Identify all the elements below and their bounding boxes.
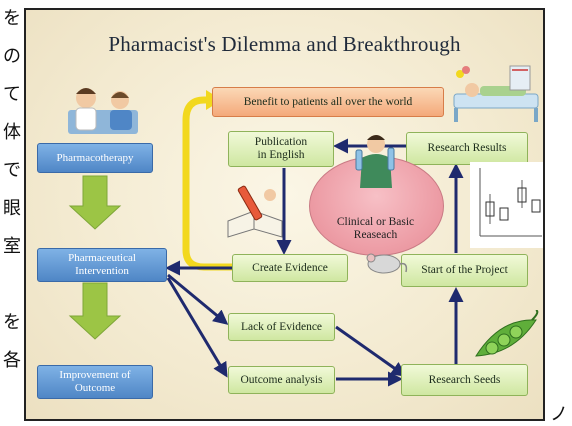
node-pharmacotherapy: Pharmacotherapy (37, 143, 153, 173)
node-research-seeds: Research Seeds (401, 364, 528, 396)
node-label: Lack of Evidence (240, 320, 323, 333)
node-improvement-of-outcome: Improvement of Outcome (37, 365, 153, 399)
node-create-evidence: Create Evidence (232, 254, 348, 282)
node-outcome-analysis: Outcome analysis (228, 366, 335, 394)
doctor-patient-clipart (68, 88, 138, 134)
node-label-line1: Clinical or Basic (336, 216, 415, 228)
node-label: Start of the Project (421, 264, 508, 276)
pea-pod-clipart (475, 310, 539, 357)
node-clinical-research-label: Clinical or Basic Reaseach (309, 216, 442, 242)
pencil-book-clipart (227, 185, 283, 238)
node-pharmaceutical-intervention: Pharmaceutical Intervention (37, 248, 167, 282)
node-start-of-project: Start of the Project (401, 254, 528, 287)
green-down-arrow-1 (68, 175, 122, 230)
margin-char: ノ (550, 404, 568, 425)
node-label-line2: Intervention (75, 265, 129, 277)
margin-char: て (3, 84, 21, 105)
node-publication-in-english: Publication in English (228, 131, 334, 167)
margin-char: で (3, 160, 21, 181)
node-research-results: Research Results (406, 132, 528, 165)
margin-char: 眼 (3, 198, 21, 219)
node-label-line1: Improvement of (59, 369, 131, 381)
margin-char: を (3, 312, 21, 333)
yellow-curved-arrow (182, 96, 234, 271)
margin-char: の (3, 46, 21, 67)
margin-char: を (3, 8, 21, 29)
connector-arrows (68, 90, 464, 387)
node-label: Benefit to patients all over the world (243, 95, 413, 108)
node-lack-of-evidence: Lack of Evidence (228, 313, 335, 341)
diagram-slide: Pharmacist's Dilemma and Breakthrough Ph… (24, 8, 545, 421)
node-label-line2: Outcome (74, 382, 116, 394)
node-label-line2: Reaseach (353, 229, 398, 241)
node-label: Outcome analysis (240, 373, 323, 386)
node-benefit-to-patients: Benefit to patients all over the world (212, 87, 444, 117)
green-down-arrow-2 (68, 282, 122, 340)
boxplot-chart-clipart (470, 162, 543, 248)
node-label-line2: in English (257, 149, 305, 161)
scientist-clipart (355, 135, 395, 188)
node-label: Research Results (427, 142, 507, 154)
margin-char: 室 (3, 236, 21, 257)
margin-char: 各 (3, 350, 21, 371)
margin-char: 体 (3, 122, 21, 143)
node-label-line1: Publication (254, 136, 308, 148)
left-margin-text: を の て 体 で 眼 室 を 各 (2, 0, 22, 380)
node-label-line1: Pharmaceutical (68, 252, 136, 264)
node-label: Pharmacotherapy (56, 151, 134, 164)
margin-char (2, 266, 22, 304)
node-label: Create Evidence (252, 261, 328, 274)
node-label: Research Seeds (428, 373, 501, 386)
mouse-clipart (366, 253, 408, 274)
slide-title: Pharmacist's Dilemma and Breakthrough (108, 32, 461, 56)
hospital-bed-clipart (453, 65, 539, 122)
